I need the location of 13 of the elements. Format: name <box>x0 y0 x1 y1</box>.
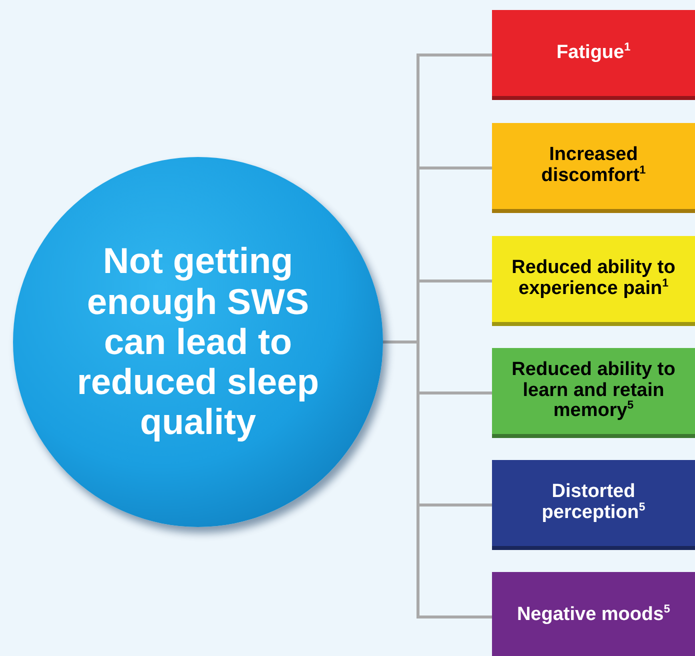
effect-box <box>492 460 695 550</box>
effect-box <box>492 10 695 100</box>
effect-label: Increased discomfort$^{1}$ <box>540 145 647 187</box>
effect-label: Reduced ability to learn and retain memory$^{5}$ <box>510 360 676 422</box>
effect-label: Negative moods$^{5}$ <box>516 604 670 626</box>
effect-label: Reduced ability to experience pain$^{1}$ <box>510 258 676 300</box>
effect-box <box>492 572 695 656</box>
effect-box <box>492 236 695 326</box>
topic-text: Not getting enough SWS can lead to reduced sleep quality <box>76 241 320 443</box>
effect-label: Distorted perception$^{5}$ <box>540 482 646 524</box>
effect-box <box>492 123 695 213</box>
effect-label: Fatigue$^{1}$ <box>556 42 630 64</box>
effect-box <box>492 348 695 438</box>
